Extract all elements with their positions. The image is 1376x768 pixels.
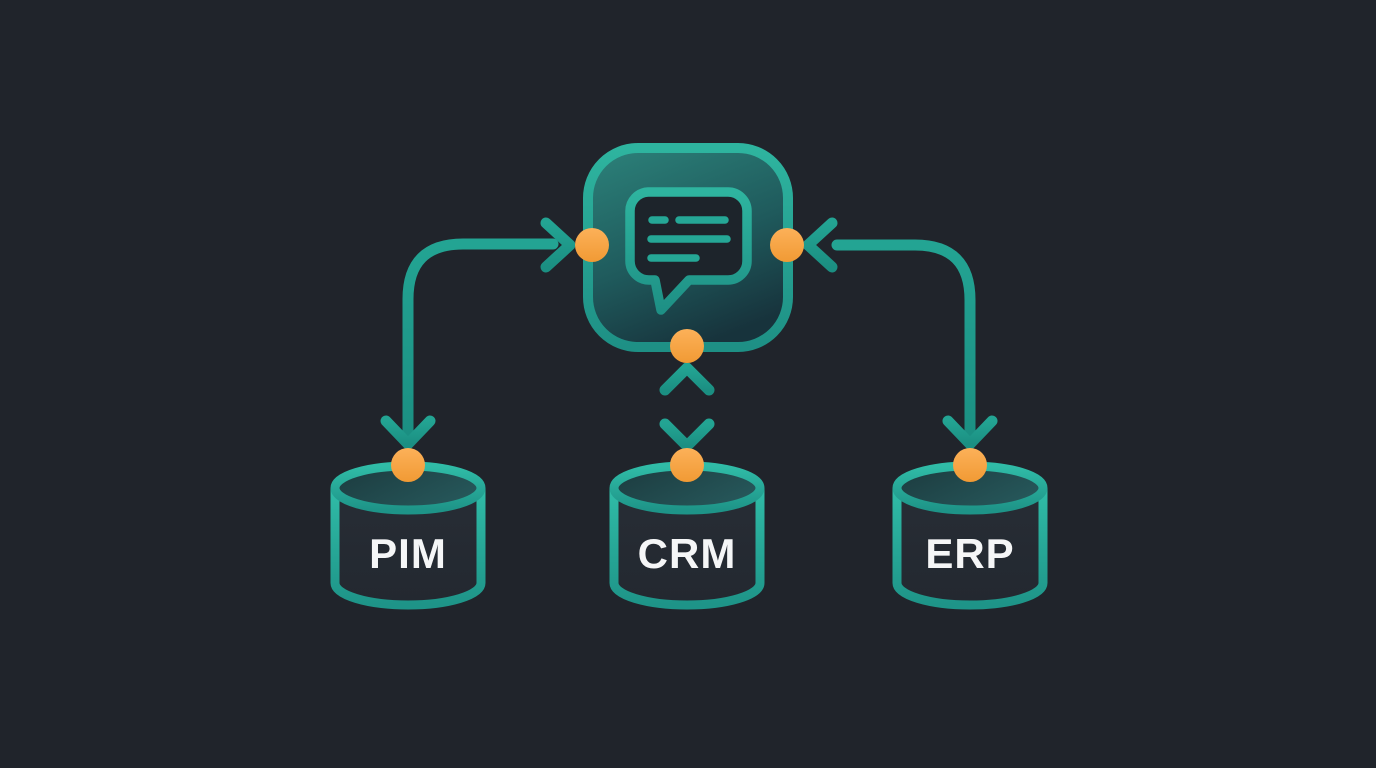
chat-bubble-icon <box>625 187 752 315</box>
connector-hub-crm <box>659 362 715 452</box>
erp-cylinder-body <box>892 488 1048 610</box>
connector-hub-pim-path <box>402 238 559 440</box>
hub-node <box>583 143 793 352</box>
connector-hub-pim <box>380 217 576 450</box>
connector-hub-erp <box>802 217 998 450</box>
port-dot-crm <box>670 448 704 482</box>
port-dot-hub-left <box>575 228 609 262</box>
pim-cylinder-body <box>330 488 486 610</box>
node-pim: PIM <box>330 461 486 610</box>
node-erp: ERP <box>892 461 1048 610</box>
node-crm-label: CRM <box>638 530 737 577</box>
arrowhead-into-erp-icon <box>942 415 998 450</box>
connector-hub-erp-path <box>831 239 976 440</box>
port-dot-hub-right <box>770 228 804 262</box>
arrowhead-into-hub-right-icon <box>802 217 838 273</box>
connection-ports <box>391 228 987 482</box>
arrowhead-into-pim-icon <box>380 415 436 450</box>
node-erp-label: ERP <box>925 530 1014 577</box>
port-dot-pim <box>391 448 425 482</box>
node-crm: CRM <box>609 461 765 610</box>
arrowhead-into-hub-bottom-icon <box>659 362 715 396</box>
arrowhead-into-crm-icon <box>659 418 715 452</box>
node-pim-label: PIM <box>369 530 447 577</box>
port-dot-erp <box>953 448 987 482</box>
port-dot-hub-bottom <box>670 329 704 363</box>
crm-cylinder-body <box>609 488 765 610</box>
arrowhead-into-hub-left-icon <box>540 217 576 273</box>
